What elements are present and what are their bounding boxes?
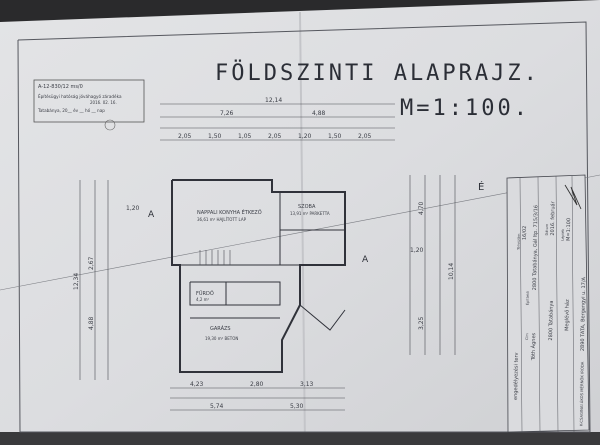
room-bath-name: FÜRDŐ — [196, 290, 214, 297]
room-bedroom-area: 13,91 m² PARKETTA — [290, 211, 330, 216]
room-garage-area: 19,30 m² BETON — [205, 336, 238, 341]
dim-right-total: 10,14 — [448, 263, 455, 280]
dim-bottom-3: 3,13 — [300, 381, 314, 388]
object-name: Meglévő ház — [563, 299, 571, 331]
title-block: engedélyezési terv Tervszám 16/02 Cím Tó… — [506, 174, 590, 433]
north-arrow: É — [478, 180, 484, 193]
plan-type: engedélyezési terv — [512, 352, 520, 400]
stairs — [199, 250, 231, 265]
svg-text:Lépték: Lépték — [561, 228, 565, 241]
dim-left-upper: 1,20 — [126, 205, 140, 212]
room-bedroom-name: SZOBA — [298, 204, 316, 210]
room-bath-area: 4,2 m² — [196, 297, 210, 302]
dim-top-total: 12,14 — [265, 97, 282, 104]
dim-bottom-1: 4,23 — [190, 381, 204, 388]
drawing-frame — [17, 21, 591, 433]
svg-text:1,05: 1,05 — [238, 133, 252, 140]
dim-bottom-2: 2,80 — [250, 381, 264, 388]
drawing-title: FÖLDSZINTI ALAPRAJZ. — [215, 60, 540, 86]
svg-text:2,05: 2,05 — [268, 133, 282, 140]
stamp-date: 2016. 02. 16. — [90, 100, 117, 105]
svg-text:2,05: 2,05 — [358, 133, 372, 140]
dim-left-lower: 4,88 — [88, 316, 95, 330]
dim-left-mid: 2,67 — [88, 256, 95, 270]
svg-text:Dátum: Dátum — [545, 223, 549, 235]
bottom-shadow — [0, 432, 600, 445]
top-segment-dims: 2,05 1,50 1,05 2,05 1,20 1,50 2,05 — [178, 133, 372, 140]
dim-right-lower: 3,25 — [418, 316, 425, 330]
stamp-line-1: A-12-830/12 ms/0 — [38, 84, 83, 90]
top-dimensions — [160, 103, 395, 141]
designer-address: 2890 TATA, Bergengyi u. 17/A — [580, 276, 587, 351]
section-mark-left: A — [148, 210, 155, 220]
dim-right-mid: 1,20 — [410, 247, 424, 254]
client-address: 2800 Tatabánya, Gál ltp. 715/3/16 — [531, 205, 539, 290]
dim-bottom-total-1: 5,74 — [210, 403, 224, 410]
drawing-scale: M=1:100. — [400, 96, 530, 121]
dim-bottom-total-2: 5,30 — [290, 403, 304, 410]
stamp-line-2: Építésügyi hatóság jóváhagyó záradéka — [38, 94, 122, 99]
title-block-scale: M=1:100 — [566, 218, 572, 241]
bottom-dimensions — [170, 387, 345, 411]
plan-number: 16/02 — [522, 226, 528, 241]
svg-text:Tervszám: Tervszám — [517, 233, 521, 251]
room-garage-name: GARÁZS — [210, 325, 231, 332]
svg-text:2,05: 2,05 — [178, 133, 192, 140]
svg-text:Építtető: Építtető — [525, 291, 530, 305]
stamp-line-3: Tatabánya, 20__ év __ hó __ nap — [37, 108, 105, 113]
left-dimensions — [79, 180, 109, 380]
section-mark-right: A — [362, 255, 369, 265]
svg-text:1,50: 1,50 — [328, 133, 342, 140]
location: 2800 Tatabánya — [547, 300, 555, 340]
client-name: Tóth Ágnes — [530, 332, 538, 361]
room-living-name: NAPPALI KONYHA ÉTKEZŐ — [197, 208, 262, 216]
right-dimensions — [409, 175, 456, 355]
plan-date: 2016. február — [549, 200, 557, 235]
designer-firm: K-CSAGINAI ÁKOS MÉRNÖK IRODA — [579, 361, 585, 426]
dim-right-upper: 4,70 — [418, 201, 425, 215]
svg-text:Cím: Cím — [525, 333, 529, 340]
signature — [564, 184, 582, 210]
dim-left-total: 12,34 — [73, 273, 80, 290]
paper-fold — [299, 11, 306, 445]
svg-text:1,50: 1,50 — [208, 133, 222, 140]
dim-top-left: 7,26 — [220, 110, 234, 117]
svg-text:1,20: 1,20 — [298, 133, 312, 140]
dim-top-right: 4,88 — [312, 110, 326, 117]
room-living-area: 36,61 m² HAJLÍTOTT LAP — [197, 217, 247, 222]
approval-stamp: A-12-830/12 ms/0 Építésügyi hatóság jóvá… — [33, 79, 145, 131]
